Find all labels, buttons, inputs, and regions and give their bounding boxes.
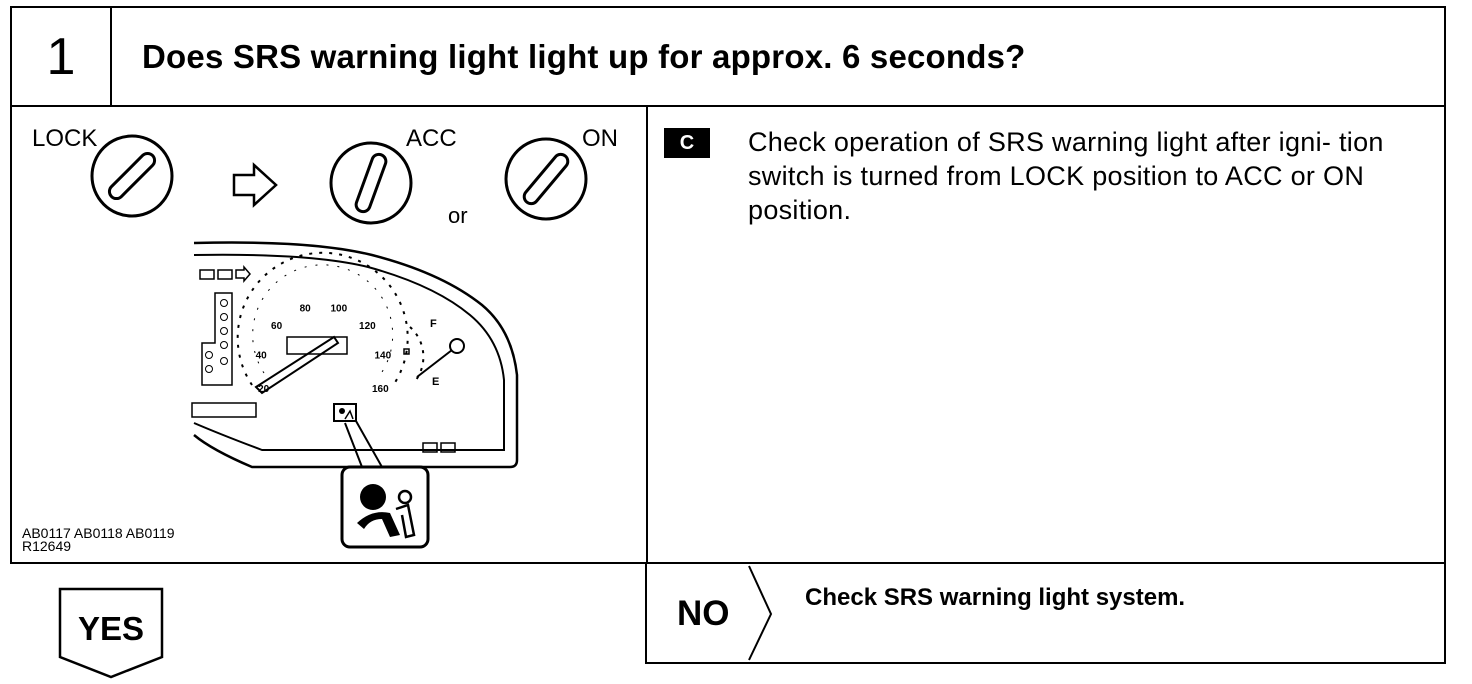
instruction-text: Check operation of SRS warning light aft… (748, 127, 1384, 225)
step-body: LOCK ACC ON or (10, 105, 1446, 564)
ignition-illustration: LOCK ACC ON or (12, 105, 646, 562)
step-number: 1 (12, 8, 112, 105)
ignition-diagram: 20 40 60 80 100 120 140 160 F E (90, 134, 588, 549)
instrument-cluster (191, 241, 519, 469)
or-label: or (448, 203, 468, 228)
no-action-text: Check SRS warning light system. (805, 584, 1186, 611)
srs-warning-light-icon (333, 403, 430, 549)
speedometer-tick-label: 160 (372, 384, 389, 395)
on-key-icon (504, 137, 588, 221)
column-divider (646, 105, 648, 564)
speedometer-tick-label: 20 (258, 384, 270, 395)
chevron-right-icon (748, 565, 773, 661)
step-question: Does SRS warning light light up for appr… (142, 37, 1026, 75)
lock-key-icon (90, 134, 174, 218)
acc-key-icon (329, 141, 413, 225)
figure-caption: AB0117 AB0118 AB0119 R12649 (22, 525, 175, 554)
no-result-box: NO Check SRS warning light system. (645, 562, 1446, 664)
speedometer-tick-label: 80 (300, 303, 312, 314)
fuel-empty-label: E (432, 376, 439, 388)
instruction-badge: C (664, 128, 710, 158)
speedometer-tick-label: 140 (374, 351, 391, 362)
speedometer-tick-label: 40 (256, 351, 268, 362)
speedometer-tick-label: 60 (271, 321, 283, 332)
acc-label: ACC (406, 125, 457, 152)
lock-label: LOCK (32, 125, 98, 152)
arrow-right-icon (232, 162, 278, 208)
on-label: ON (582, 125, 618, 152)
yes-tag-icon (58, 587, 164, 679)
yes-label: YES (77, 610, 145, 647)
step-header: 1 Does SRS warning light light up for ap… (10, 6, 1446, 107)
speedometer-tick-label: 100 (330, 303, 347, 314)
no-label: NO (677, 594, 730, 633)
fuel-full-label: F (430, 318, 437, 330)
speedometer-tick-label: 120 (359, 321, 376, 332)
